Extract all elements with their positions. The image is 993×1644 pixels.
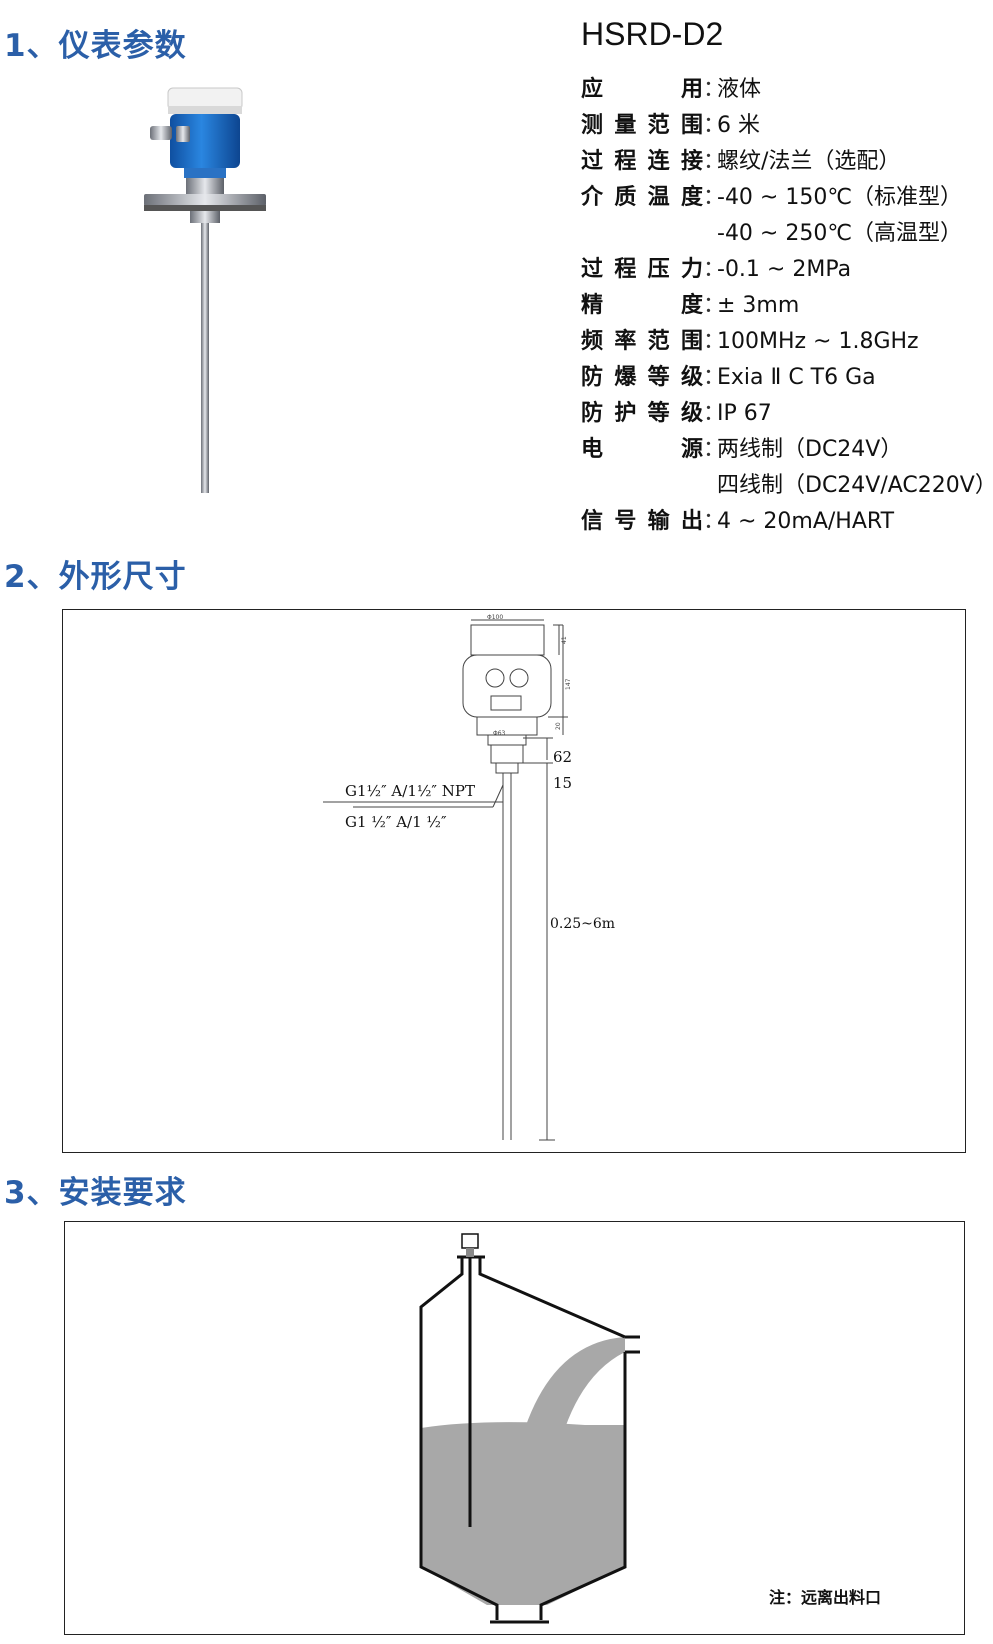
- spec-value: 螺纹/法兰（选配）: [717, 149, 901, 174]
- spec-sep: ：: [703, 185, 726, 210]
- spec-row: 过程连接：螺纹/法兰（选配）: [581, 144, 991, 180]
- spec-key: 测量范围: [581, 113, 703, 138]
- spec-value: IP 67: [717, 401, 772, 426]
- spec-row: 测量范围：6 米: [581, 108, 991, 144]
- spec-value: 液体: [717, 77, 762, 102]
- spec-key: 频率范围: [581, 329, 703, 354]
- dim-small-h2: 147: [565, 678, 572, 690]
- dimension-svg: 62 15 G1½″ A/1½″ NPT G1 ½″ A/1 ½″ 0.25~6…: [323, 614, 615, 1141]
- spec-row: 信号输出：4 ~ 20mA/HART: [581, 504, 991, 540]
- dim-label-15: 15: [553, 774, 572, 792]
- length-label: 0.25~6m: [550, 916, 615, 932]
- tank-svg: [419, 1233, 640, 1624]
- spec-value: 4 ~ 20mA/HART: [717, 509, 895, 534]
- spec-value: Exia Ⅱ C T6 Ga: [717, 365, 876, 390]
- section-title-install: 3、安装要求: [4, 1175, 187, 1211]
- spec-value: 100MHz ~ 1.8GHz: [717, 329, 919, 354]
- spec-row: 精度：± 3mm: [581, 288, 991, 324]
- spec-row: 应用：液体: [581, 72, 991, 108]
- install-note: 注：远离出料口: [769, 1588, 882, 1607]
- spec-sep: ：: [703, 329, 726, 354]
- spec-sep: ：: [703, 437, 726, 462]
- spec-row: 电源：两线制（DC24V）: [581, 432, 991, 468]
- dim-small-h3: 20: [555, 722, 562, 730]
- dim-label-62: 62: [553, 748, 572, 766]
- spec-value: -40 ~ 250℃（高温型）: [717, 221, 963, 246]
- spec-row-continued: 电源：四线制（DC24V/AC220V）: [581, 468, 993, 504]
- dim-small-d: Φ63: [493, 730, 506, 737]
- spec-key: 防护等级: [581, 401, 703, 426]
- installation-drawing: 注：远离出料口: [64, 1221, 965, 1635]
- spec-list: 应用：液体 测量范围：6 米 过程连接：螺纹/法兰（选配） 介质温度：-40 ~…: [581, 72, 993, 540]
- spec-key: 应用: [581, 77, 703, 102]
- spec-key: 过程连接: [581, 149, 703, 174]
- thread-label-2: G1 ½″ A/1 ½″: [345, 813, 447, 831]
- product-photo: [144, 87, 266, 493]
- spec-key: 精度: [581, 293, 703, 318]
- dim-small-h1: 41: [561, 636, 568, 644]
- spec-sep: ：: [703, 401, 726, 426]
- section-title-params: 1、仪表参数: [4, 28, 187, 64]
- spec-key: 过程压力: [581, 257, 703, 282]
- dimension-drawing: 62 15 G1½″ A/1½″ NPT G1 ½″ A/1 ½″ 0.25~6…: [62, 609, 966, 1153]
- spec-row: 防护等级：IP 67: [581, 396, 991, 432]
- spec-sep: ：: [703, 257, 726, 282]
- spec-value: -40 ~ 150℃（标准型）: [717, 185, 963, 210]
- spec-value: 两线制（DC24V）: [717, 437, 903, 462]
- spec-value: 四线制（DC24V/AC220V）: [717, 473, 993, 498]
- spec-sep: ：: [703, 365, 726, 390]
- spec-key: 介质温度: [581, 185, 703, 210]
- spec-sep: ：: [703, 293, 726, 318]
- thread-label-1: G1½″ A/1½″ NPT: [345, 782, 475, 800]
- spec-value: ± 3mm: [717, 293, 800, 318]
- spec-sep: ：: [703, 149, 726, 174]
- spec-value: -0.1 ~ 2MPa: [717, 257, 852, 282]
- model-name: HSRD-D2: [581, 16, 724, 52]
- spec-value: 6 米: [717, 113, 760, 138]
- spec-sep: ：: [703, 113, 726, 138]
- spec-key: 电源: [581, 437, 703, 462]
- spec-row: 频率范围：100MHz ~ 1.8GHz: [581, 324, 991, 360]
- spec-sep: ：: [703, 77, 726, 102]
- spec-row-continued: 介质温度：-40 ~ 250℃（高温型）: [581, 216, 991, 252]
- spec-sep: ：: [703, 509, 726, 534]
- dim-small-width: Φ100: [487, 614, 503, 621]
- spec-key: 信号输出: [581, 509, 703, 534]
- section-title-dimensions: 2、外形尺寸: [4, 559, 187, 595]
- spec-key: 防爆等级: [581, 365, 703, 390]
- spec-row: 防爆等级：Exia Ⅱ C T6 Ga: [581, 360, 991, 396]
- spec-row: 介质温度：-40 ~ 150℃（标准型）: [581, 180, 991, 216]
- spec-row: 过程压力：-0.1 ~ 2MPa: [581, 252, 991, 288]
